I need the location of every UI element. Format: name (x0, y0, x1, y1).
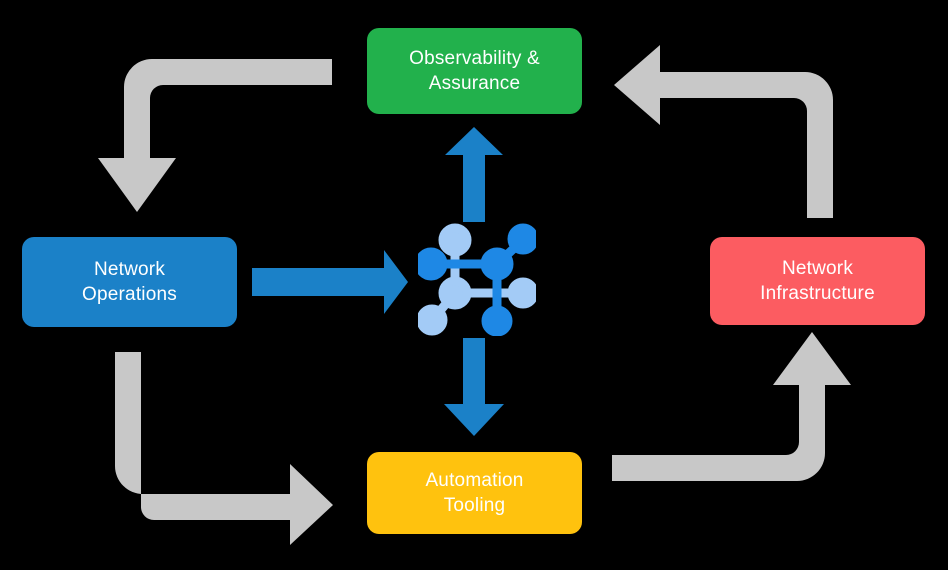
node-network-infrastructure-label: Network Infrastructure (760, 257, 875, 304)
node-network-operations[interactable]: Network Operations (22, 237, 237, 327)
node-observability-assurance[interactable]: Observability & Assurance (367, 28, 582, 114)
arrow-center-to-automation (444, 338, 504, 436)
node-observability-label: Observability & Assurance (409, 47, 540, 94)
network-icon-front-layer (418, 223, 536, 336)
arrow-observability-to-operations (98, 59, 332, 212)
arrow-operations-to-automation (115, 352, 333, 545)
arrow-center-to-observability (445, 127, 503, 222)
arrow-automation-to-infrastructure (612, 332, 851, 481)
arrow-operations-to-center (252, 250, 408, 314)
node-automation-tooling[interactable]: Automation Tooling (367, 452, 582, 534)
arrow-infrastructure-to-observability (614, 45, 833, 218)
network-icon-back-layer (418, 223, 536, 336)
node-network-infrastructure[interactable]: Network Infrastructure (710, 237, 925, 325)
node-automation-tooling-label: Automation Tooling (425, 469, 524, 516)
node-network-operations-label: Network Operations (82, 258, 177, 305)
network-topology-icon (418, 223, 536, 336)
